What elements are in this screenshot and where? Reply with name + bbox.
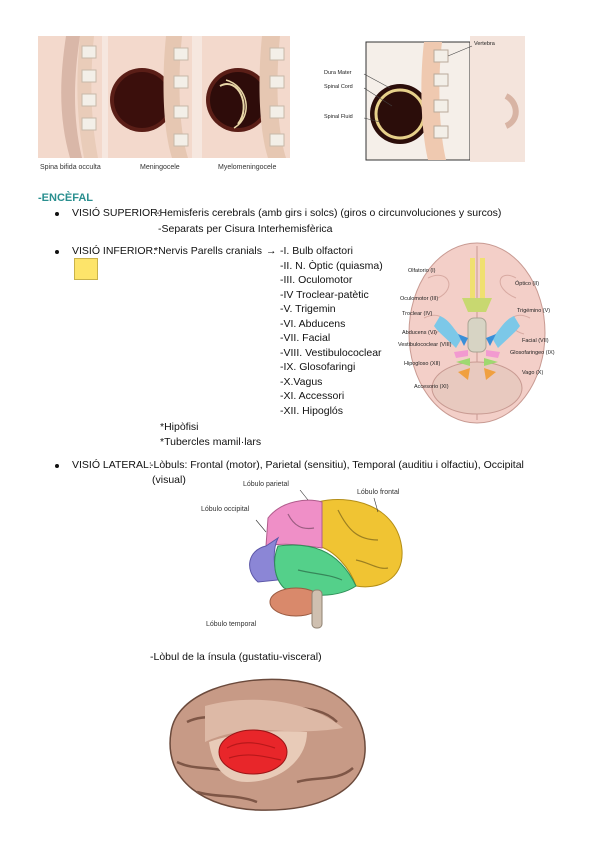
superior-label: VISIÓ SUPERIOR: — [72, 207, 161, 219]
panel-meningocele — [108, 36, 192, 158]
label-oculomotor: Oculomotor (III) — [400, 296, 439, 302]
label-dura-mater: Dura Mater — [324, 70, 352, 76]
nerve-item: -X.Vagus — [280, 375, 323, 388]
superior-line1: -Hemisferis cerebrals (amb girs i solcs)… — [156, 207, 502, 219]
nerve-item: -IX. Glosofaringi — [280, 361, 356, 373]
label-temporal: Lóbulo temporal — [206, 621, 257, 628]
panel-occulta — [38, 36, 102, 158]
caption-meningocele: Meningocele — [140, 164, 180, 171]
label-olfatorio: Olfatorio (I) — [408, 268, 436, 274]
brain-lateral-illustration — [249, 489, 403, 629]
brain-lateral-diagram — [238, 489, 408, 630]
spina-anatomy-figure — [320, 36, 525, 162]
nerve-item: -II. N. Òptic (quiasma) — [280, 259, 383, 272]
label-spinal-fluid: Spinal Fluid — [324, 114, 353, 120]
label-vestibulococlear: Vestibulococlear (VIII) — [398, 342, 452, 348]
sticky-note-icon[interactable] — [74, 258, 98, 280]
nerve-item: -V. Trigemin — [280, 303, 336, 315]
nerve-item: -I. Bulb olfactori — [280, 245, 353, 257]
label-vago: Vago (X) — [522, 370, 544, 376]
lateral-line1: -Lòbuls: Frontal (motor), Parietal (sens… — [150, 459, 524, 471]
nerve-item: -VIII. Vestibulococlear — [280, 346, 382, 359]
bullet-lateral — [55, 464, 59, 468]
label-facial: Facial (VII) — [522, 338, 549, 344]
caption-occulta: Spina bifida occulta — [40, 164, 101, 171]
label-glosofaringeo: Glosofaringeo (IX) — [510, 350, 555, 356]
lateral-label: VISIÓ LATERAL: — [72, 459, 152, 471]
spina-anatomy-illustration — [363, 36, 525, 162]
spina-bifida-illustration — [38, 36, 290, 158]
spina-bifida-figure — [38, 36, 290, 186]
label-accesorio: Accesorio (XI) — [414, 384, 449, 390]
label-frontal: Lóbulo frontal — [357, 489, 400, 496]
section-heading: -ENCÈFAL — [38, 192, 93, 204]
nerve-item: -VII. Facial — [280, 332, 331, 344]
superior-line2: -Separats per Cisura Interhemisfèrica — [158, 223, 333, 235]
label-vertebra: Vertebra — [474, 41, 495, 47]
label-trigemino: Trigémino (V) — [517, 308, 551, 314]
label-parietal: Lóbulo parietal — [243, 481, 289, 488]
insula-illustration — [169, 678, 366, 811]
brain-inferior-diagram — [398, 238, 556, 428]
nerve-item: -IV Troclear-patètic — [280, 288, 369, 301]
insula-text: -Lòbul de la ínsula (gustatiu-visceral) — [150, 651, 322, 663]
nerve-item: -III. Oculomotor — [280, 274, 353, 286]
label-abducens: Abducens (VI) — [402, 330, 437, 336]
label-spinal-cord: Spinal Cord — [324, 84, 353, 90]
label-optico: Óptico (II) — [515, 281, 540, 287]
hipofisi-text: *Hipòfisi — [160, 421, 199, 433]
lateral-line2: (visual) — [152, 474, 186, 486]
brain-inferior-illustration — [408, 242, 546, 424]
nerve-item: -XI. Accessori — [280, 390, 345, 402]
insula-diagram — [157, 672, 371, 814]
inferior-intro: *Nervis Parells cranials — [154, 245, 262, 257]
label-occipital: Lóbulo occipital — [201, 506, 250, 513]
inferior-label: VISIÓ INFERIOR: — [72, 245, 157, 257]
panel-myelomeningocele — [202, 36, 290, 158]
bullet-inferior — [55, 250, 59, 254]
cranial-nerve-list: -I. Bulb olfactori -II. N. Òptic (quiasm… — [280, 244, 383, 418]
caption-myelomeningocele: Myelomeningocele — [218, 164, 277, 171]
label-hipogloso: Hipogloso (XII) — [404, 361, 441, 367]
arrow-icon: → — [266, 245, 277, 257]
label-troclear: Troclear (IV) — [402, 311, 433, 317]
tubercles-text: *Tubercles mamil·lars — [160, 436, 262, 448]
bullet-superior — [55, 212, 59, 216]
nerve-item: -VI. Abducens — [280, 317, 346, 330]
nerve-item: -XII. Hipoglós — [280, 404, 344, 417]
